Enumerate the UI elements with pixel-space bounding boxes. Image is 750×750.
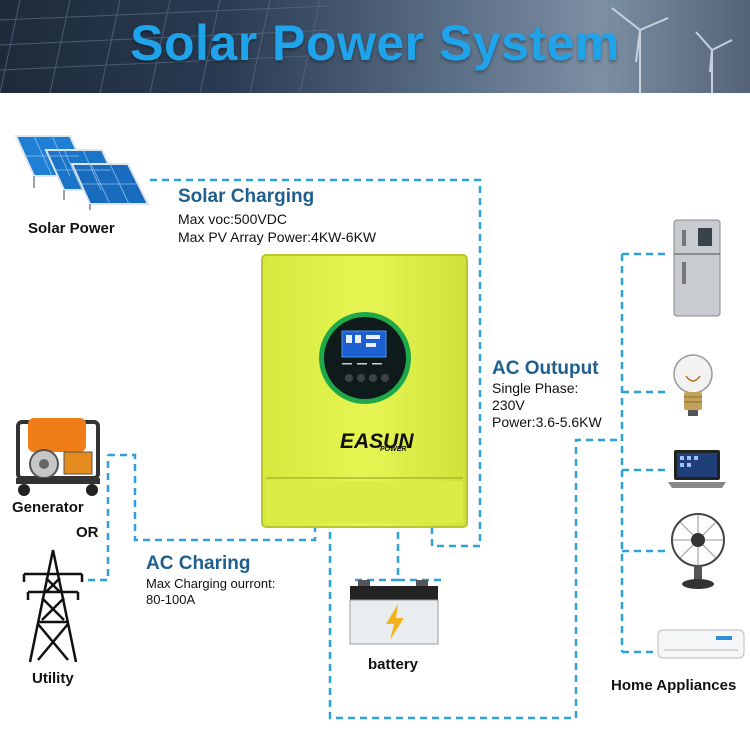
laptop-icon: [668, 450, 726, 488]
inverter-brand-sub: POWER: [380, 446, 407, 453]
refrigerator-icon: [673, 219, 721, 317]
generator-icon: [16, 418, 100, 496]
ac-output-heading: AC Outuput: [492, 358, 599, 379]
or-label: OR: [76, 524, 99, 541]
ac-output-line: [328, 438, 622, 720]
generator-label: Generator: [12, 499, 84, 516]
battery-icon: [349, 580, 439, 645]
solar-power-label: Solar Power: [28, 220, 115, 237]
inverter-brand-logo: EASUN: [340, 430, 414, 454]
header-banner: Solar Power System: [0, 0, 750, 93]
ac-charging-range: 80-100A: [146, 592, 196, 607]
page-title: Solar Power System: [130, 15, 620, 71]
solar-charging-heading: Solar Charging: [178, 186, 315, 207]
ac-charging-current: Max Charging ourront:: [146, 576, 276, 591]
solar-panels-icon: [14, 135, 150, 210]
air-conditioner-icon: [657, 629, 745, 659]
utility-link-line: [88, 455, 110, 582]
ac-charging-heading: AC Charing: [146, 553, 251, 574]
light-bulb-icon: [673, 354, 713, 416]
transmission-tower-icon: [22, 549, 84, 663]
solar-max-pv-power: Max PV Array Power:4KW-6KW: [178, 229, 377, 245]
utility-label: Utility: [32, 670, 74, 687]
battery-label: battery: [368, 656, 419, 673]
inverter-body: [261, 254, 468, 528]
home-appliances-label: Home Appliances: [611, 677, 737, 694]
inverter: EASUN POWER: [260, 253, 469, 529]
ac-output-power: Power:3.6-5.6KW: [492, 414, 602, 430]
fan-icon: [671, 513, 725, 589]
solar-dc-line: [150, 178, 482, 548]
ac-output-phase: Single Phase:: [492, 380, 579, 396]
solar-max-voc: Max voc:500VDC: [178, 211, 287, 227]
ac-input-line: [108, 453, 317, 542]
ac-output-voltage: 230V: [492, 397, 525, 413]
brand-text: EASUN: [340, 430, 414, 453]
header-background: [0, 0, 733, 93]
